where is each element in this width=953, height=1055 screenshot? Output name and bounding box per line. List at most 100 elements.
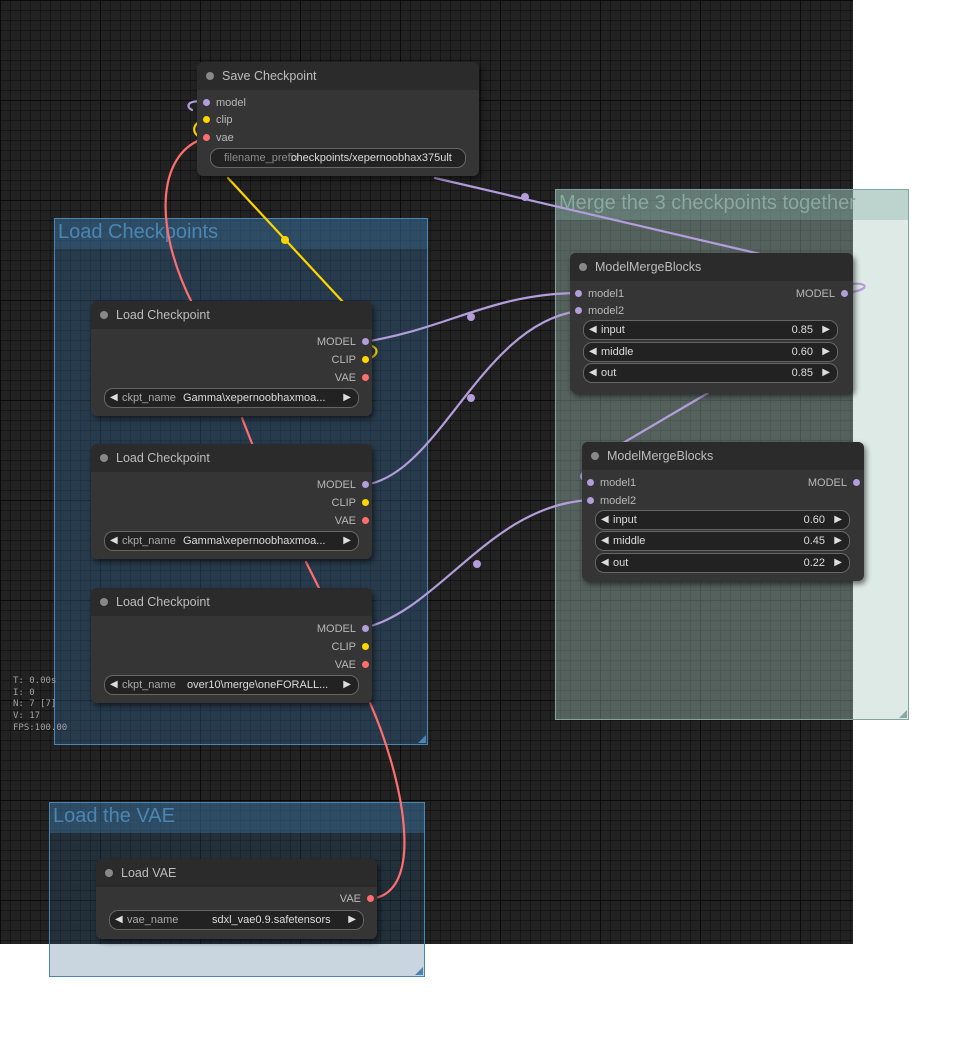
- filename-prefix-field[interactable]: filename_prefix checkpoints/xepernoobhax…: [210, 148, 466, 168]
- arrow-left-icon[interactable]: ◀: [601, 514, 609, 525]
- output-slot-clip[interactable]: CLIP: [332, 353, 369, 367]
- output-slot-model[interactable]: MODEL: [317, 622, 369, 636]
- node-load-checkpoint[interactable]: Load Checkpoint MODEL CLIP VAE ◀ ckpt_na…: [91, 444, 372, 559]
- slot-dot-icon[interactable]: [362, 498, 369, 506]
- node-title-bar[interactable]: Load Checkpoint: [91, 301, 372, 329]
- collapse-dot-icon[interactable]: [591, 452, 599, 460]
- slot-dot-icon[interactable]: [203, 115, 210, 123]
- link-vae: [367, 701, 406, 901]
- output-slot-vae[interactable]: VAE: [335, 658, 369, 672]
- node-title-bar[interactable]: ModelMergeBlocks: [570, 253, 853, 281]
- slot-dot-icon[interactable]: [587, 496, 594, 504]
- arrow-right-icon[interactable]: ▶: [834, 535, 842, 546]
- output-slot-model[interactable]: MODEL: [317, 478, 369, 492]
- slot-dot-icon[interactable]: [362, 355, 369, 363]
- output-slot-vae[interactable]: VAE: [335, 371, 369, 385]
- group-resize-handle[interactable]: [899, 710, 907, 718]
- group-resize-handle[interactable]: [418, 735, 426, 743]
- arrow-left-icon[interactable]: ◀: [601, 535, 609, 546]
- slot-label: VAE: [334, 372, 356, 384]
- node-model-merge-blocks[interactable]: ModelMergeBlocks model1 model2 MODEL ◀ i…: [570, 253, 853, 393]
- ckpt-name-combo[interactable]: ◀ ckpt_name Gamma\xepernoobhaxmoa... ▶: [104, 531, 359, 551]
- arrow-left-icon[interactable]: ◀: [589, 367, 597, 378]
- input-slot-model[interactable]: model: [203, 96, 246, 110]
- arrow-right-icon[interactable]: ▶: [834, 557, 842, 568]
- output-slot-model[interactable]: MODEL: [796, 287, 848, 301]
- collapse-dot-icon[interactable]: [100, 598, 108, 606]
- slot-dot-icon[interactable]: [362, 624, 369, 632]
- arrow-right-icon[interactable]: ▶: [822, 346, 830, 357]
- slot-dot-icon[interactable]: [575, 289, 582, 297]
- slot-dot-icon[interactable]: [362, 337, 369, 345]
- node-load-checkpoint[interactable]: Load Checkpoint MODEL CLIP VAE ◀ ckpt_na…: [91, 301, 372, 416]
- middle-number-widget[interactable]: ◀ middle 0.45 ▶: [595, 531, 850, 551]
- arrow-right-icon[interactable]: ▶: [822, 367, 830, 378]
- ckpt-name-combo[interactable]: ◀ ckpt_name Gamma\xepernoobhaxmoa... ▶: [104, 388, 359, 408]
- group-resize-handle[interactable]: [415, 967, 423, 975]
- node-title-bar[interactable]: Load Checkpoint: [91, 444, 372, 472]
- slot-dot-icon[interactable]: [362, 516, 369, 524]
- collapse-dot-icon[interactable]: [105, 869, 113, 877]
- arrow-left-icon[interactable]: ◀: [110, 535, 118, 546]
- output-slot-clip[interactable]: CLIP: [332, 496, 369, 510]
- group-header[interactable]: [55, 219, 427, 249]
- arrow-right-icon[interactable]: ▶: [343, 535, 351, 546]
- output-slot-vae[interactable]: VAE: [340, 892, 374, 906]
- arrow-left-icon[interactable]: ◀: [110, 392, 118, 403]
- input-number-widget[interactable]: ◀ input 0.85 ▶: [583, 320, 838, 340]
- slot-dot-icon[interactable]: [362, 480, 369, 488]
- output-slot-clip[interactable]: CLIP: [332, 640, 369, 654]
- input-slot-model2[interactable]: model2: [587, 494, 636, 508]
- vae-name-combo[interactable]: ◀ vae_name sdxl_vae0.9.safetensors ▶: [109, 910, 364, 930]
- slot-dot-icon[interactable]: [203, 133, 210, 141]
- output-slot-model[interactable]: MODEL: [808, 476, 860, 490]
- group-header[interactable]: [50, 803, 424, 833]
- arrow-right-icon[interactable]: ▶: [834, 514, 842, 525]
- arrow-left-icon[interactable]: ◀: [589, 346, 597, 357]
- out-number-widget[interactable]: ◀ out 0.22 ▶: [595, 553, 850, 573]
- slot-dot-icon[interactable]: [362, 373, 369, 381]
- slot-dot-icon[interactable]: [203, 98, 210, 106]
- input-slot-model2[interactable]: model2: [575, 304, 624, 318]
- arrow-right-icon[interactable]: ▶: [822, 324, 830, 335]
- slot-dot-icon[interactable]: [575, 306, 582, 314]
- node-load-vae[interactable]: Load VAE VAE ◀ vae_name sdxl_vae0.9.safe…: [96, 859, 377, 939]
- collapse-dot-icon[interactable]: [206, 72, 214, 80]
- slot-dot-icon[interactable]: [367, 894, 374, 902]
- middle-number-widget[interactable]: ◀ middle 0.60 ▶: [583, 342, 838, 362]
- collapse-dot-icon[interactable]: [100, 454, 108, 462]
- arrow-left-icon[interactable]: ◀: [589, 324, 597, 335]
- arrow-left-icon[interactable]: ◀: [110, 679, 118, 690]
- slot-dot-icon[interactable]: [841, 289, 848, 297]
- arrow-right-icon[interactable]: ▶: [348, 914, 356, 925]
- arrow-right-icon[interactable]: ▶: [343, 392, 351, 403]
- collapse-dot-icon[interactable]: [579, 263, 587, 271]
- output-slot-model[interactable]: MODEL: [317, 335, 369, 349]
- node-model-merge-blocks[interactable]: ModelMergeBlocks model1 model2 MODEL ◀ i…: [582, 442, 864, 581]
- input-slot-clip[interactable]: clip: [203, 113, 233, 127]
- node-load-checkpoint[interactable]: Load Checkpoint MODEL CLIP VAE ◀ ckpt_na…: [91, 588, 372, 703]
- link-vae: [304, 560, 322, 592]
- widget-value: 0.60: [803, 514, 825, 526]
- node-title-bar[interactable]: Save Checkpoint: [197, 62, 479, 90]
- ckpt-name-combo[interactable]: ◀ ckpt_name over10\merge\oneFORALL... ▶: [104, 675, 359, 695]
- input-number-widget[interactable]: ◀ input 0.60 ▶: [595, 510, 850, 530]
- out-number-widget[interactable]: ◀ out 0.85 ▶: [583, 363, 838, 383]
- input-slot-model1[interactable]: model1: [587, 476, 636, 490]
- arrow-left-icon[interactable]: ◀: [601, 557, 609, 568]
- slot-dot-icon[interactable]: [587, 478, 594, 486]
- collapse-dot-icon[interactable]: [100, 311, 108, 319]
- node-save-checkpoint[interactable]: Save Checkpoint model clip vae filename_…: [197, 62, 479, 176]
- input-slot-vae[interactable]: vae: [203, 131, 234, 145]
- node-title-bar[interactable]: ModelMergeBlocks: [582, 442, 864, 470]
- arrow-left-icon[interactable]: ◀: [115, 914, 123, 925]
- node-title-bar[interactable]: Load VAE: [96, 859, 377, 887]
- output-slot-vae[interactable]: VAE: [335, 514, 369, 528]
- node-title-bar[interactable]: Load Checkpoint: [91, 588, 372, 616]
- arrow-right-icon[interactable]: ▶: [343, 679, 351, 690]
- slot-dot-icon[interactable]: [853, 478, 860, 486]
- input-slot-model1[interactable]: model1: [575, 287, 624, 301]
- group-header[interactable]: [556, 190, 908, 220]
- slot-dot-icon[interactable]: [362, 642, 369, 650]
- slot-dot-icon[interactable]: [362, 660, 369, 668]
